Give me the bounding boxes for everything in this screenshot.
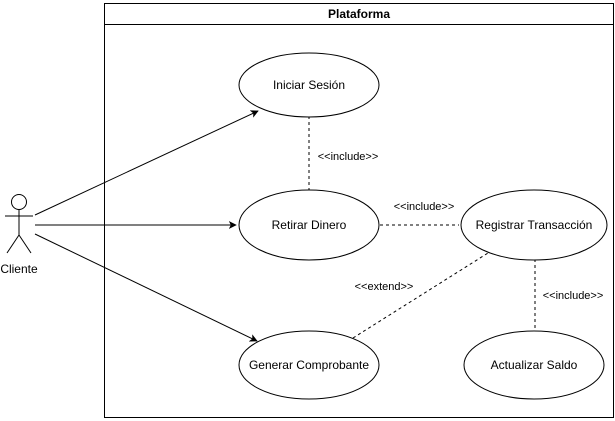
use-case-generar-comprobante[interactable]: Generar Comprobante (238, 330, 380, 400)
relationship-labels: <<include>> <<include>> <<extend>> <<inc… (318, 151, 604, 302)
use-case-label: Retirar Dinero (272, 218, 347, 232)
dependency-lines (308, 116, 536, 339)
use-case-label: Generar Comprobante (249, 358, 369, 372)
use-case-retirar-dinero[interactable]: Retirar Dinero (238, 189, 380, 261)
include-label-registro: <<include>> (394, 201, 455, 213)
association-arrows (34, 110, 259, 342)
actor-label: Cliente (0, 262, 38, 276)
actor-cliente[interactable]: Cliente (0, 194, 38, 277)
stick-figure-icon (5, 194, 33, 254)
association-iniciar-sesion (34, 110, 259, 216)
use-case-registrar-transaccion[interactable]: Registrar Transacción (460, 189, 608, 261)
use-case-label: Actualizar Saldo (491, 358, 578, 372)
extend-line-comprobante (352, 252, 489, 339)
use-case-label: Registrar Transacción (476, 218, 593, 232)
association-generar-comprobante (34, 233, 258, 342)
include-label-login: <<include>> (318, 151, 379, 163)
extend-label-comprobante: <<extend>> (355, 281, 414, 293)
use-case-label: Iniciar Sesión (273, 78, 345, 92)
use-case-iniciar-sesion[interactable]: Iniciar Sesión (238, 52, 380, 118)
use-case-actualizar-saldo[interactable]: Actualizar Saldo (463, 330, 605, 400)
include-label-saldo: <<include>> (543, 290, 604, 302)
system-title: Plataforma (328, 7, 390, 21)
